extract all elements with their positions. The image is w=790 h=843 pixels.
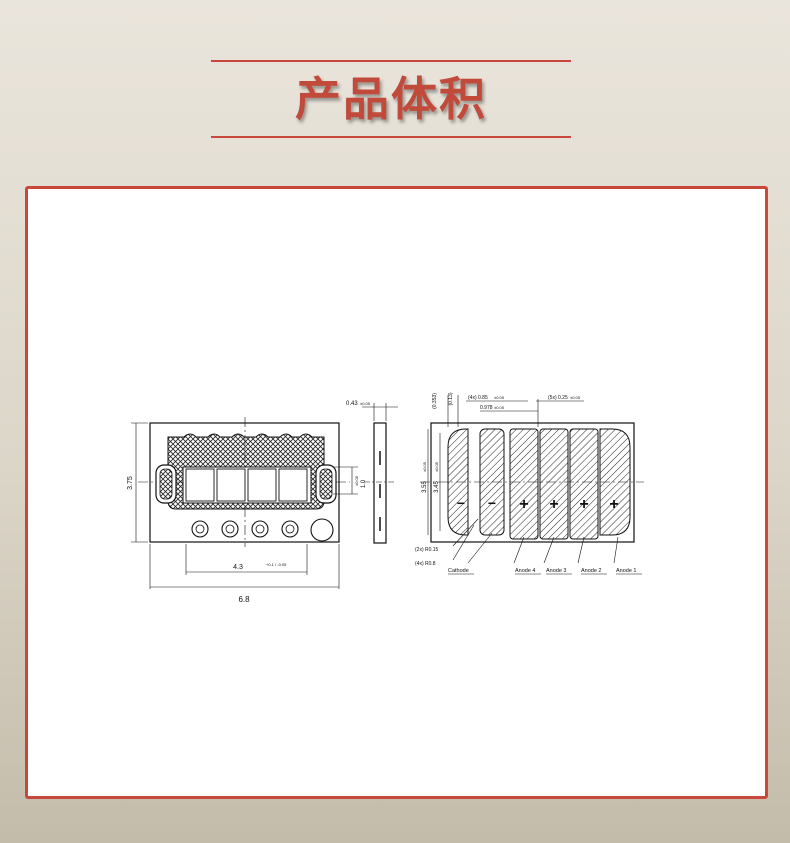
leader-anode1 <box>613 536 619 564</box>
pad-hole-inner <box>285 524 295 534</box>
dim-345: 3.45 <box>434 481 440 493</box>
cathode-pad-outer <box>447 428 469 536</box>
pad-hole <box>191 520 209 538</box>
dim-013: (0.13) <box>448 392 454 405</box>
title-rule-top <box>211 60 571 62</box>
dim-5x-025: (5x) 0.25 <box>548 395 568 401</box>
leader-r015 <box>452 518 479 547</box>
dim-345-tol: ±0.05 <box>434 461 439 472</box>
title-rule-bottom <box>211 136 571 138</box>
dim-window: 1.0 <box>361 479 367 488</box>
package-outline <box>149 422 340 543</box>
emitter-cell <box>278 468 308 502</box>
anode-pad-2 <box>569 428 599 540</box>
page-title: 产品体积 <box>295 72 487 126</box>
dim-window-tol: ±0.05 <box>354 475 359 486</box>
leader-anode2 <box>577 536 585 564</box>
dim-overall-width: 6.8 <box>238 595 250 604</box>
mark-hole <box>310 518 334 542</box>
emitter-cell <box>185 468 215 502</box>
emitter-cell <box>247 468 277 502</box>
pad-hole-inner <box>195 524 205 534</box>
pad-hole <box>281 520 299 538</box>
dim-2x-r015: (2x) R0.15 <box>415 547 439 553</box>
label-anode1: Anode 1 <box>616 568 637 574</box>
anode4-polarity-mark: + <box>519 496 528 513</box>
label-anode4: Anode 4 <box>515 568 536 574</box>
dim-4x-085-tol: ±0.05 <box>494 395 505 400</box>
pad-hole <box>251 520 269 538</box>
drawing-panel: 6.8 4.3 +0.1 / -0.05 3.75 1.0 ±0.05 0.43… <box>25 186 768 799</box>
pad-hole-inner <box>225 524 235 534</box>
dim-4x-r08: (4x) R0.8 <box>415 561 436 567</box>
anode2-polarity-mark: + <box>579 496 588 513</box>
leader-anode3 <box>543 536 555 564</box>
dim-0353: (0.353) <box>432 393 438 409</box>
dim-355-tol: ±0.05 <box>422 461 427 472</box>
dim-chip-width: 4.3 <box>233 564 243 571</box>
dim-0978: 0.978 <box>480 405 493 411</box>
side-view <box>362 403 398 544</box>
pad-view <box>420 395 644 564</box>
dim-4x-085: (4x) 0.85 <box>468 395 488 401</box>
cathode-polarity-mark: − <box>488 495 496 511</box>
side-outline <box>373 422 387 544</box>
anode-pad-1 <box>599 428 631 536</box>
cathode-polarity-mark: − <box>457 495 465 511</box>
dim-thickness-tol: ±0.05 <box>360 401 371 406</box>
dim-0978-tol: ±0.05 <box>494 405 505 410</box>
leader-anode4 <box>513 536 525 564</box>
pad-hole-inner <box>255 524 265 534</box>
right-slot-fill <box>319 468 333 500</box>
leader-r08 <box>452 524 475 561</box>
technical-drawing: 6.8 4.3 +0.1 / -0.05 3.75 1.0 ±0.05 0.43… <box>127 392 644 604</box>
label-cathode: Cathode <box>448 568 469 574</box>
anode3-polarity-mark: + <box>549 496 558 513</box>
label-anode2: Anode 2 <box>581 568 602 574</box>
dim-5x-025-tol: ±0.05 <box>570 395 581 400</box>
dim-thickness: 0.43 <box>346 401 358 407</box>
anode1-polarity-mark: + <box>609 496 618 513</box>
emitter-cell <box>216 468 246 502</box>
anode-pad-4 <box>509 428 539 540</box>
dim-355: 3.55 <box>422 481 428 493</box>
label-anode3: Anode 3 <box>546 568 567 574</box>
left-slot-fill <box>159 468 173 500</box>
cathode-pad <box>479 428 505 536</box>
pad-hole <box>221 520 239 538</box>
dim-height: 3.75 <box>127 476 134 490</box>
leader-cathode <box>467 532 493 564</box>
dim-chip-width-tol: +0.1 / -0.05 <box>266 562 287 567</box>
anode-pad-3 <box>539 428 569 540</box>
pad-view-outline <box>430 422 635 543</box>
front-view <box>131 417 358 589</box>
